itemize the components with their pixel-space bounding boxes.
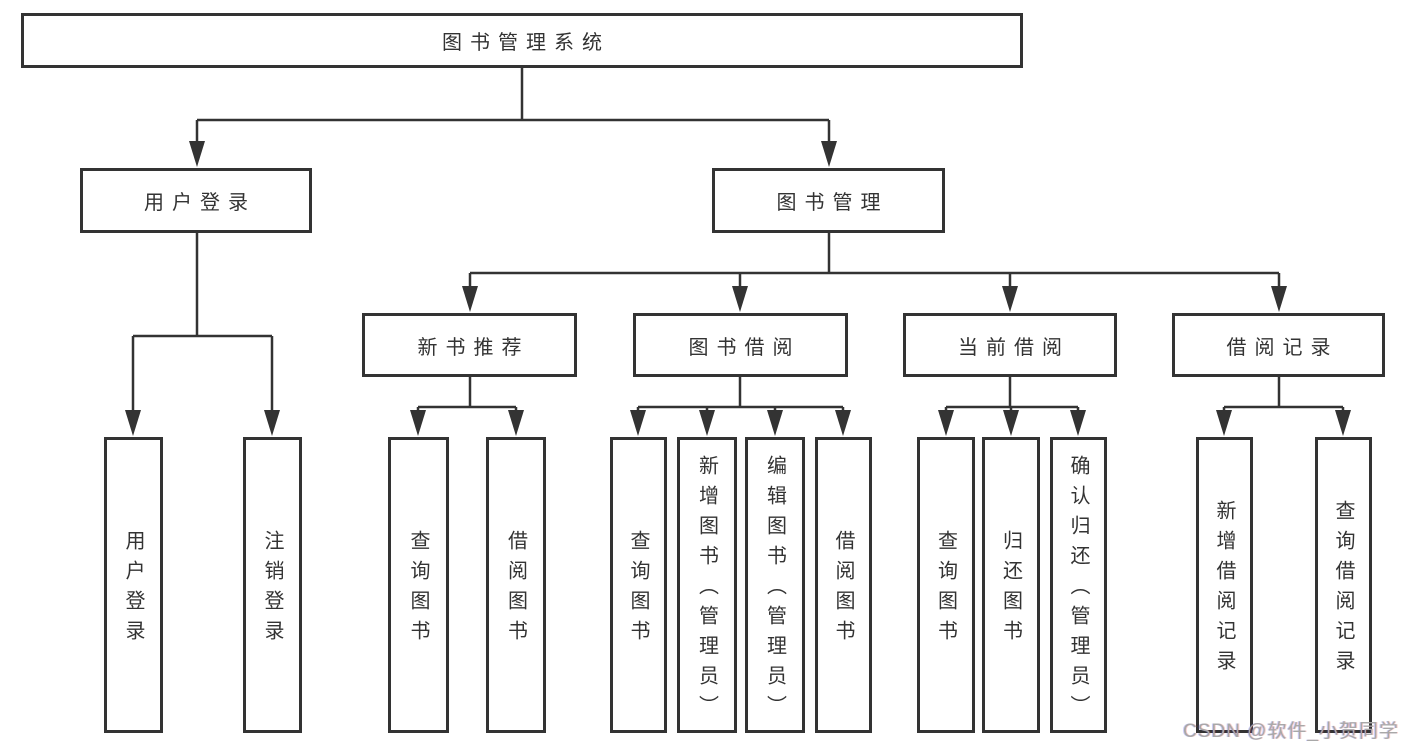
- node-label: 图书管理: [776, 192, 889, 214]
- node-leaf-records-query-record: 查询借阅记录: [1315, 437, 1372, 733]
- node-leaf-borrow-query-books: 查询图书: [610, 437, 667, 733]
- elbow-lines: [131, 68, 1345, 412]
- node-label: 新增借阅记录: [1213, 500, 1235, 680]
- node-label: 注销登录: [261, 530, 283, 650]
- node-label: 确认归还（管理员）: [1067, 455, 1089, 725]
- node-current-borrowing: 当前借阅: [903, 313, 1117, 377]
- node-leaf-user-login: 用户登录: [104, 437, 163, 733]
- node-book-borrowing: 图书借阅: [633, 313, 848, 377]
- node-label: 图书管理系统: [442, 32, 610, 54]
- node-label: 查询图书: [934, 530, 957, 650]
- node-leaf-current-query-books: 查询图书: [917, 437, 975, 733]
- node-label: 新增图书（管理员）: [695, 455, 718, 725]
- node-leaf-borrow-edit-books-admin: 编辑图书（管理员）: [745, 437, 805, 733]
- arrowheads: [125, 141, 1351, 436]
- node-label: 编辑图书（管理员）: [763, 455, 786, 725]
- node-library-system-root: 图书管理系统: [21, 13, 1023, 68]
- node-leaf-borrow-add-books-admin: 新增图书（管理员）: [677, 437, 737, 733]
- csdn-watermark: CSDN @软件_小贺同学: [1183, 721, 1399, 742]
- node-label: 用户登录: [122, 530, 144, 650]
- node-book-management: 图书管理: [712, 168, 945, 233]
- node-user-login: 用户登录: [80, 168, 312, 233]
- node-label: 归还图书: [999, 530, 1022, 650]
- node-leaf-current-return-books: 归还图书: [982, 437, 1040, 733]
- node-label: 查询图书: [627, 530, 649, 650]
- node-label: 当前借阅: [958, 336, 1070, 359]
- node-label: 借阅图书: [504, 530, 527, 650]
- node-label: 用户登录: [144, 192, 256, 214]
- node-new-book-recommendation: 新书推荐: [362, 313, 577, 377]
- node-label: 查询借阅记录: [1332, 500, 1354, 680]
- node-leaf-recommend-query-books: 查询图书: [388, 437, 449, 733]
- node-leaf-recommend-borrow-books: 借阅图书: [486, 437, 546, 733]
- node-label: 查询图书: [407, 530, 429, 650]
- node-leaf-logout: 注销登录: [243, 437, 302, 733]
- node-label: 借阅图书: [832, 530, 854, 650]
- node-label: 图书借阅: [688, 336, 801, 359]
- node-leaf-borrow-borrow-books: 借阅图书: [815, 437, 872, 733]
- node-leaf-current-confirm-return-admin: 确认归还（管理员）: [1050, 437, 1107, 733]
- node-borrowing-records: 借阅记录: [1172, 313, 1385, 377]
- node-label: 新书推荐: [417, 336, 530, 359]
- node-label: 借阅记录: [1226, 336, 1339, 359]
- node-leaf-records-add-record: 新增借阅记录: [1196, 437, 1253, 733]
